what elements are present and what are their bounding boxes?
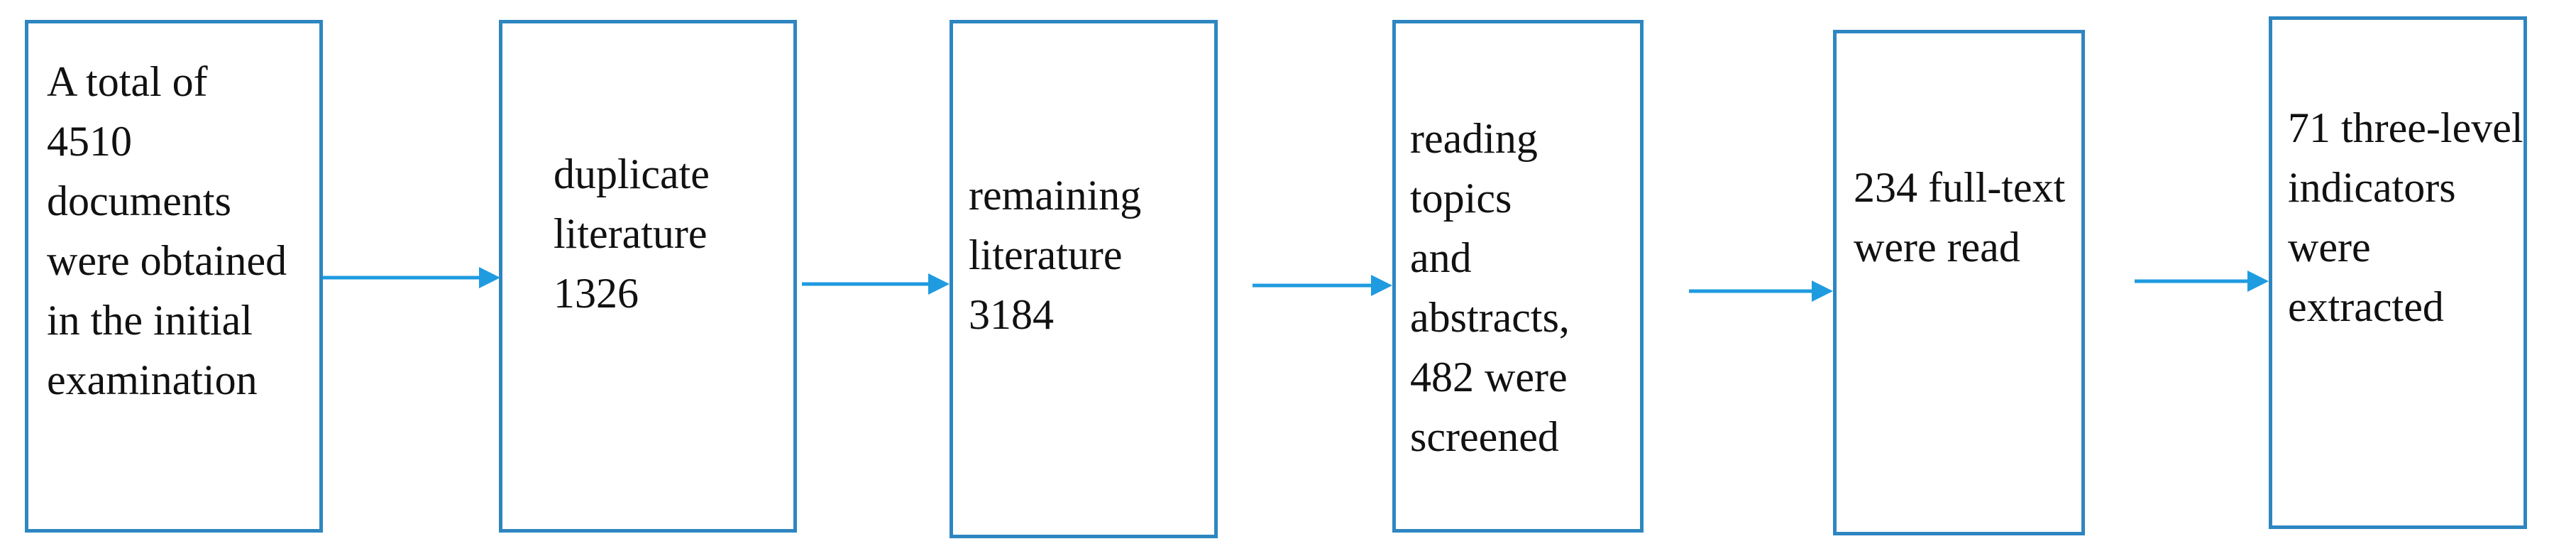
- step-box-1: A total of 4510 documents were obtained …: [25, 20, 323, 533]
- step-text-5: 234 full-text were read: [1854, 164, 2066, 271]
- step-text-4: reading topics and abstracts, 482 were s…: [1410, 115, 1570, 460]
- step-box-4: reading topics and abstracts, 482 were s…: [1392, 20, 1644, 533]
- step-box-5: 234 full-text were read: [1833, 30, 2085, 535]
- step-box-6: 71 three-level indicators were extracted: [2269, 16, 2527, 529]
- step-text-3: remaining literature 3184: [969, 172, 1142, 338]
- step-box-3: remaining literature 3184: [950, 20, 1218, 538]
- step-text-1: A total of 4510 documents were obtained …: [47, 58, 287, 403]
- step-text-6: 71 three-level indicators were extracted: [2288, 104, 2523, 330]
- step-box-2: duplicate literature 1326: [499, 20, 797, 533]
- step-text-2: duplicate literature 1326: [554, 151, 710, 317]
